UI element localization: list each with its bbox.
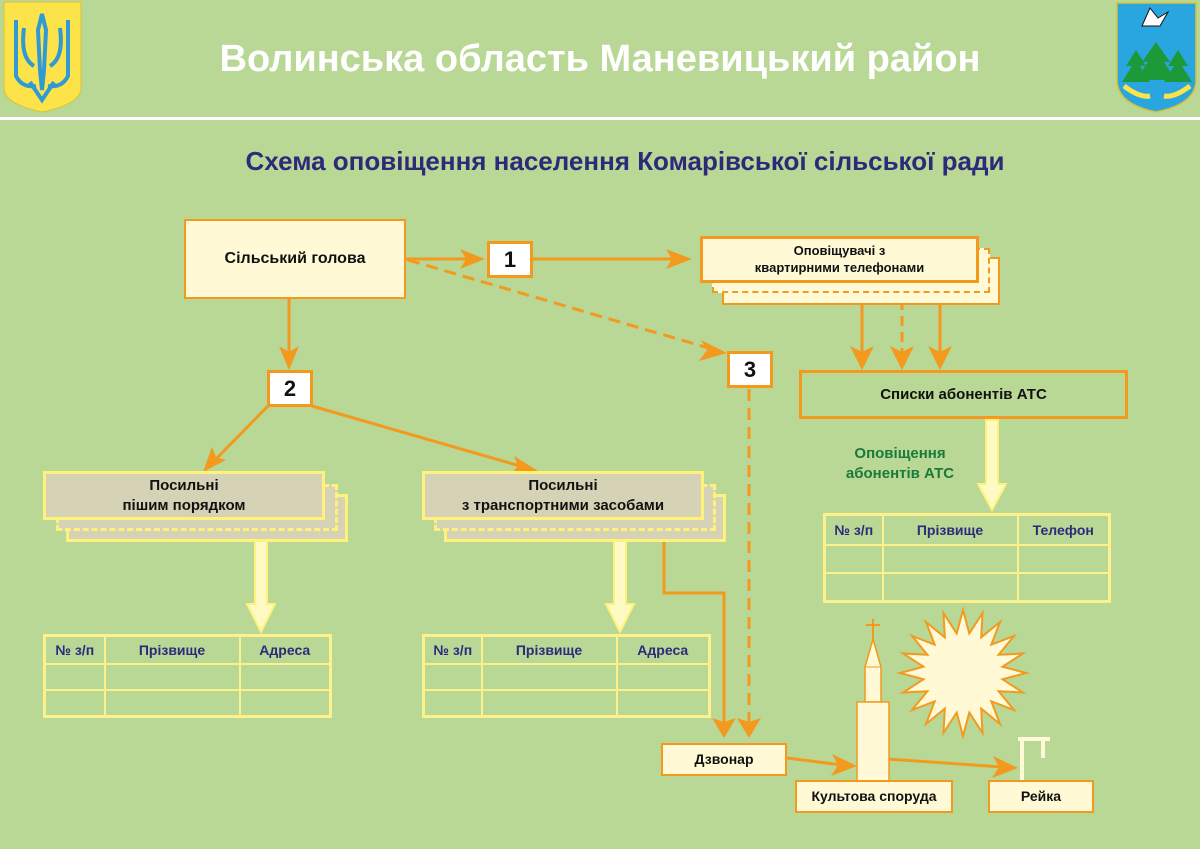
table-cell [615,663,711,691]
table-cell [1016,544,1111,574]
node-notifiers: Оповіщувачі з квартирними телефонами [700,236,979,283]
church-icon [856,619,890,783]
table-cell [43,663,106,691]
table-header-row: № з/п Прізвище Адреса [422,634,711,665]
arrow-ats-to-table [976,419,1008,513]
arrow-step2-to-couriers-transport [311,404,538,475]
node-bellringer-label: Дзвонар [694,750,754,767]
node-notifiers-line2: квартирними телефонами [754,259,925,275]
table-row [422,663,711,691]
table-cell [238,663,332,691]
table-cell [238,689,332,718]
node-church: Культова споруда [795,780,953,813]
ats-notification-label-line2: абонентів АТС [845,464,955,482]
step-1-badge: 1 [487,241,533,278]
arrow-church-to-rail [887,756,1018,778]
node-notifiers-line1: Оповіщувачі з [793,243,886,259]
district-coat-of-arms-icon [1116,2,1197,113]
node-village-head: Сільський голова [184,219,406,299]
header-divider [0,117,1200,120]
arrow-step1-to-notifiers [532,249,692,269]
table-header-cell: Адреса [615,634,711,665]
table-cell [43,689,106,718]
step-1-label: 1 [503,246,517,272]
table-header-cell: Телефон [1016,513,1111,546]
node-rail-label: Рейка [1020,787,1062,804]
arrow-step2-to-couriers-foot [203,404,270,472]
table-cell [615,689,711,718]
arrow-bellringer-to-church [786,754,857,776]
table-cell [103,689,241,718]
table-cell [823,572,884,603]
arrow-couriers-transport-to-table [604,540,636,635]
ukraine-coat-of-arms-icon [3,1,82,113]
table-row [823,544,1111,574]
table-cell [881,544,1019,574]
node-ats-lists: Списки абонентів АТС [799,370,1128,419]
arrow-head-to-step1 [405,249,485,269]
table-cell [422,689,483,718]
table-row [43,663,332,691]
step-3-label: 3 [743,356,757,382]
table-row [43,689,332,718]
table-cell [480,689,618,718]
node-couriers-transport-line1: Посильні [528,477,598,494]
node-rail: Рейка [988,780,1094,813]
arrow-couriers-foot-to-table [245,540,277,635]
table-row [422,689,711,718]
rail-icon [1018,737,1050,780]
ats-notification-label-line1: Оповіщення [854,445,946,462]
table-header-row: № з/п Прізвище Телефон [823,513,1111,546]
table-row [823,572,1111,603]
step-3-badge: 3 [727,351,773,388]
table-couriers-transport: № з/п Прізвище Адреса [422,634,711,718]
node-couriers-foot-line1: Посильні [149,477,219,494]
table-header-cell: № з/п [422,634,483,665]
arrow-head-to-step2 [279,298,299,370]
table-cell [103,663,241,691]
arrow-couriers-transport-to-bellringer [662,541,736,738]
header-title: Волинська область Маневицький район [219,38,981,80]
node-couriers-foot-line2: пішим порядком [122,496,246,514]
table-header-cell: Адреса [238,634,332,665]
table-cell [422,663,483,691]
step-2-label: 2 [283,375,297,401]
node-bellringer: Дзвонар [661,743,787,776]
ats-notification-label: Оповіщення абонентів АТС [830,444,970,483]
node-church-label: Культова споруда [811,787,937,804]
table-cell [480,663,618,691]
node-couriers-foot: Посильні пішим порядком [43,471,325,520]
table-header-cell: Прізвище [480,634,618,665]
table-header-row: № з/п Прізвище Адреса [43,634,332,665]
node-ats-lists-label: Списки абонентів АТС [880,386,1047,403]
table-header-cell: № з/п [823,513,884,546]
step-2-badge: 2 [267,370,313,407]
sound-burst-icon [896,606,1030,740]
node-couriers-transport: Посильні з транспортними засобами [422,471,704,520]
table-header-cell: Прізвище [881,513,1019,546]
arrow-step3-to-bellringer-dashed [737,389,761,738]
diagram-title: Схема оповіщення населення Комарівської … [245,146,1005,176]
node-couriers-transport-line2: з транспортними засобами [461,496,665,514]
table-header-cell: № з/п [43,634,106,665]
table-header-cell: Прізвище [103,634,241,665]
node-village-head-label: Сільський голова [224,250,366,267]
table-ats-subscribers: № з/п Прізвище Телефон [823,513,1111,603]
table-cell [881,572,1019,603]
table-cell [1016,572,1111,603]
table-couriers-foot: № з/п Прізвище Адреса [43,634,332,718]
arrow-head-to-step3-dashed [407,258,727,361]
table-cell [823,544,884,574]
